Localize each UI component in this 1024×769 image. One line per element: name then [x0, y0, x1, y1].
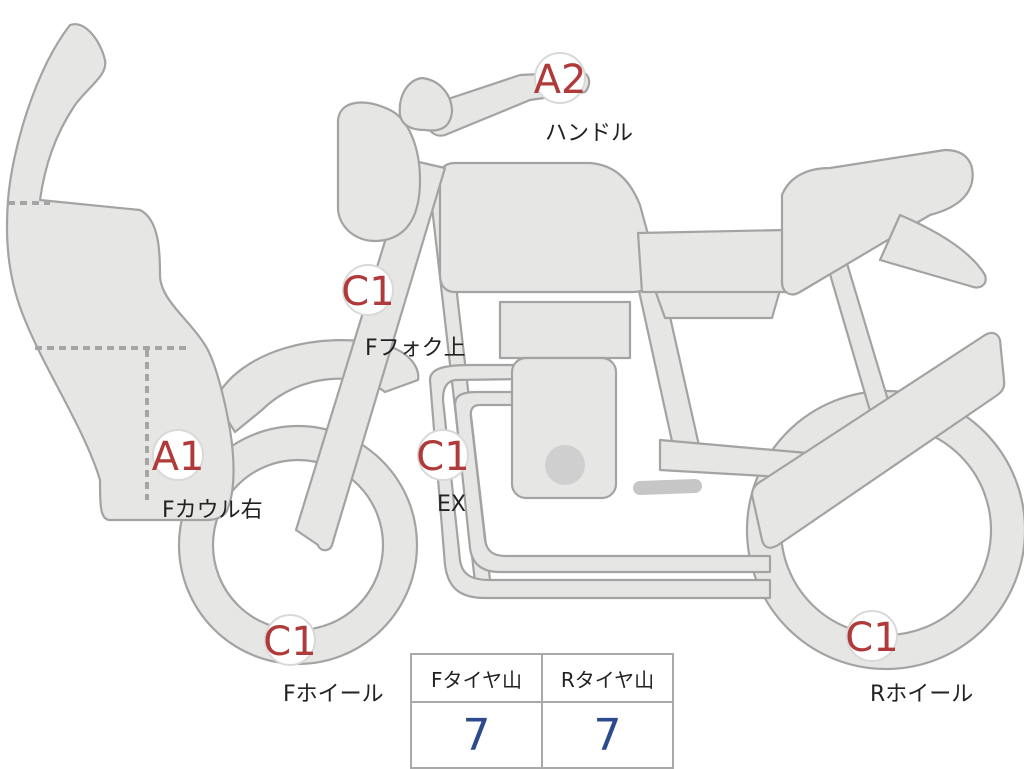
label-cowl-right: Fカウル右	[162, 498, 263, 523]
engine-block	[510, 356, 618, 500]
engine-head	[498, 300, 632, 360]
fuel-tank	[438, 161, 658, 294]
badge-code: C1	[341, 269, 394, 315]
badge-code: A1	[152, 434, 205, 480]
mirror	[398, 76, 454, 132]
rear-tire-header: Rタイヤ山	[541, 653, 674, 703]
seat	[636, 228, 789, 294]
label-exhaust: EX	[437, 492, 466, 517]
front-tire-value: 7	[410, 701, 543, 769]
engine-cover	[545, 445, 585, 485]
tire-tread-table: Fタイヤ山 Rタイヤ山 7 7	[410, 653, 674, 769]
front-tire-header: Fタイヤ山	[410, 653, 543, 703]
label-handlebar: ハンドル	[545, 121, 634, 146]
badge-code: C1	[416, 434, 469, 480]
side-cover	[653, 288, 782, 320]
badge-code: C1	[263, 619, 316, 665]
rear-tire-value: 7	[541, 701, 674, 769]
badge-rear-wheel: C1	[845, 610, 899, 662]
exhaust-pipe-inner	[453, 390, 772, 574]
front-cowl	[5, 23, 235, 522]
badge-code: A2	[534, 57, 587, 103]
label-front-wheel: Fホイール	[283, 682, 384, 707]
exhaust-pipe-outer	[428, 363, 772, 600]
headlight	[336, 101, 422, 243]
badge-code: C1	[845, 615, 898, 661]
label-fork-upper: Fフォク上	[365, 336, 466, 361]
badge-fork-upper: C1	[341, 264, 395, 316]
footpeg	[633, 479, 702, 495]
badge-exhaust: C1	[416, 429, 470, 481]
tail-cowl	[878, 213, 987, 289]
front-fork	[294, 158, 447, 552]
label-rear-wheel: Rホイール	[870, 682, 974, 707]
badge-handlebar: A2	[534, 52, 587, 104]
rear-seat	[780, 148, 974, 296]
muffler	[750, 331, 1006, 549]
badge-front-wheel: C1	[263, 614, 317, 666]
badge-cowl-right: A1	[152, 429, 205, 481]
